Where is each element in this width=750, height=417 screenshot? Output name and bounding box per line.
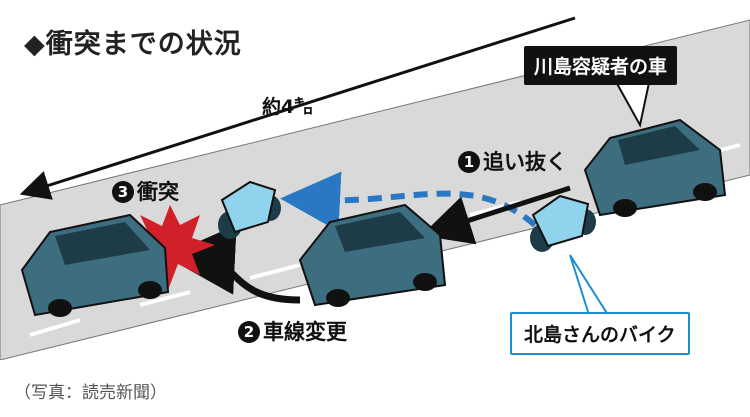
diagram-title: ◆衝突までの状況 <box>24 29 242 60</box>
bike-label: 北島さんのバイク <box>510 312 690 355</box>
step-number: 3 <box>112 181 134 203</box>
title-bullet-icon: ◆ <box>24 29 46 60</box>
left-car-icon <box>20 213 170 317</box>
step-text: 追い抜く <box>483 150 567 174</box>
motorbike-crash-icon <box>218 180 281 239</box>
lane-change-path <box>165 224 301 304</box>
overtake-arrow <box>421 185 571 245</box>
step-number: 1 <box>458 151 480 173</box>
distance-label: 約4㌔ <box>262 96 314 118</box>
motorbike-kitajima-icon <box>530 194 596 252</box>
step-number: 2 <box>238 321 260 343</box>
distance-arrow <box>19 16 576 200</box>
step-text: 衝突 <box>137 180 179 204</box>
bike-callout-pointer <box>569 254 611 319</box>
suspect-car-label: 川島容疑者の車 <box>524 46 678 85</box>
suspect-callout-pointer <box>614 77 651 128</box>
middle-car-icon <box>298 203 447 307</box>
diagram-drawing <box>0 16 750 360</box>
photo-credit: （写真：読売新聞） <box>14 383 167 403</box>
step-text: 車線変更 <box>263 320 347 344</box>
suspect-car-icon <box>583 118 727 217</box>
